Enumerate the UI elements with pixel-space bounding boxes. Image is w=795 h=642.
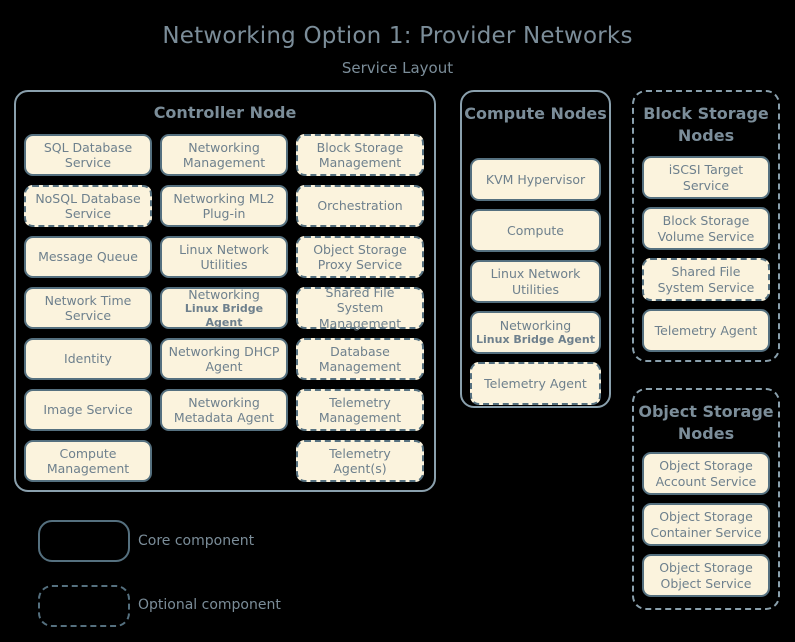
legend-core-label: Core component xyxy=(138,533,255,549)
object-storage-nodes-title: Object Storage Nodes xyxy=(638,402,774,443)
service-box-controller-c0-r3[interactable]: Network Time Service xyxy=(24,287,152,329)
object-storage-nodes-group: Object Storage Nodes xyxy=(632,388,780,610)
service-box-controller-c2-r3[interactable]: Shared File System Management xyxy=(296,285,424,331)
service-box-controller-c0-r0[interactable]: SQL Database Service xyxy=(24,134,152,176)
service-box-object-storage-1[interactable]: Object Storage Container Service xyxy=(642,503,770,546)
service-box-label: Block Storage Management xyxy=(316,139,404,170)
service-box-controller-c2-r1[interactable]: Orchestration xyxy=(296,185,424,227)
service-box-controller-c1-r5[interactable]: Networking Metadata Agent xyxy=(160,389,288,431)
legend-optional-label: Optional component xyxy=(138,597,281,613)
service-box-controller-c2-r6[interactable]: Telemetry Agent(s) xyxy=(296,440,424,482)
service-box-controller-c2-r2[interactable]: Object Storage Proxy Service xyxy=(296,236,424,278)
service-box-label: Networking xyxy=(499,318,572,334)
service-box-block-storage-3[interactable]: Telemetry Agent xyxy=(642,309,770,352)
service-box-label: Object Storage Proxy Service xyxy=(313,241,407,272)
service-box-label: Telemetry Management xyxy=(318,394,402,425)
service-box-controller-c2-r4[interactable]: Database Management xyxy=(296,338,424,380)
page-subtitle: Service Layout xyxy=(341,59,454,77)
service-box-label: Telemetry Agent xyxy=(484,375,587,391)
service-box-object-storage-0[interactable]: Object Storage Account Service xyxy=(642,452,770,495)
service-box-label: Shared File System Management xyxy=(318,285,402,331)
service-box-compute-0[interactable]: KVM Hypervisor xyxy=(470,158,601,201)
service-box-label: Message Queue xyxy=(38,249,138,265)
service-box-label: NoSQL Database Service xyxy=(35,190,141,221)
service-box-label: Network Time Service xyxy=(44,292,132,323)
controller-node-group: Controller Node xyxy=(14,90,436,492)
service-box-controller-c2-r0[interactable]: Block Storage Management xyxy=(296,134,424,176)
service-box-label: Database Management xyxy=(318,343,402,374)
compute-nodes-title: Compute Nodes xyxy=(464,104,607,123)
service-box-compute-1[interactable]: Compute xyxy=(470,209,601,252)
service-box-block-storage-2[interactable]: Shared File System Service xyxy=(642,258,770,301)
service-box-label: Networking Management xyxy=(182,139,266,170)
compute-nodes-group: Compute Nodes xyxy=(460,90,611,408)
service-box-label: Orchestration xyxy=(317,198,403,214)
service-box-controller-c1-r2[interactable]: Linux Network Utilities xyxy=(160,236,288,278)
service-box-block-storage-0[interactable]: iSCSI Target Service xyxy=(642,156,770,199)
service-box-label: Object Storage Container Service xyxy=(650,509,762,540)
service-box-controller-c0-r5[interactable]: Image Service xyxy=(24,389,152,431)
block-storage-nodes-title: Block Storage Nodes xyxy=(643,104,769,145)
service-box-label: Linux Network Utilities xyxy=(490,266,581,297)
service-box-controller-c1-r4[interactable]: Networking DHCP Agent xyxy=(160,338,288,380)
service-box-label: Networking ML2 Plug-in xyxy=(173,190,275,221)
service-box-controller-c0-r6[interactable]: Compute Management xyxy=(24,440,152,482)
service-box-controller-c0-r2[interactable]: Message Queue xyxy=(24,236,152,278)
service-box-controller-c0-r1[interactable]: NoSQL Database Service xyxy=(24,185,152,227)
service-box-sublabel: Linux Bridge Agent xyxy=(184,302,264,329)
service-box-label: Object Storage Object Service xyxy=(659,560,753,591)
legend-optional-swatch xyxy=(38,585,130,627)
service-box-block-storage-1[interactable]: Block Storage Volume Service xyxy=(642,207,770,250)
service-box-label: Telemetry Agent xyxy=(654,322,758,338)
service-box-label: Networking xyxy=(188,286,260,302)
service-box-label: KVM Hypervisor xyxy=(485,171,586,187)
service-box-label: Object Storage Account Service xyxy=(655,458,757,489)
service-box-label: Image Service xyxy=(43,402,133,418)
service-box-label: Identity xyxy=(64,351,112,367)
legend-core-swatch xyxy=(38,520,130,562)
service-box-controller-c0-r4[interactable]: Identity xyxy=(24,338,152,380)
service-box-label: SQL Database Service xyxy=(43,139,133,170)
service-box-label: Telemetry Agent(s) xyxy=(329,445,391,476)
service-box-compute-2[interactable]: Linux Network Utilities xyxy=(470,260,601,303)
page-title: Networking Option 1: Provider Networks xyxy=(162,23,633,49)
service-box-label: Compute xyxy=(506,222,564,238)
block-storage-nodes-group: Block Storage Nodes xyxy=(632,90,780,362)
service-box-label: Compute Management xyxy=(46,445,130,476)
service-box-controller-c1-r0[interactable]: Networking Management xyxy=(160,134,288,176)
service-box-label: iSCSI Target Service xyxy=(668,162,744,193)
service-box-label: Block Storage Volume Service xyxy=(657,213,755,244)
service-box-label: Shared File System Service xyxy=(657,264,755,295)
service-box-object-storage-2[interactable]: Object Storage Object Service xyxy=(642,554,770,597)
service-box-compute-4[interactable]: Telemetry Agent xyxy=(470,362,601,405)
service-box-controller-c2-r5[interactable]: Telemetry Management xyxy=(296,389,424,431)
service-box-sublabel: Linux Bridge Agent xyxy=(476,333,595,347)
controller-node-title: Controller Node xyxy=(153,103,297,122)
service-box-label: Networking Metadata Agent xyxy=(173,394,275,425)
service-box-label: Linux Network Utilities xyxy=(179,241,269,272)
service-box-controller-c1-r1[interactable]: Networking ML2 Plug-in xyxy=(160,185,288,227)
service-box-label: Networking DHCP Agent xyxy=(168,343,280,374)
